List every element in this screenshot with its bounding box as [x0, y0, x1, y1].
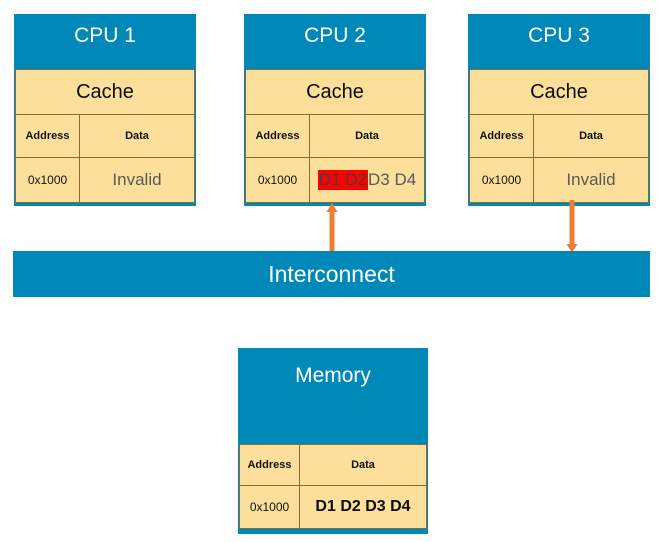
column-header-address-3: Address [470, 115, 534, 157]
cache-entry-row-1[interactable]: 0x1000 Invalid [16, 158, 194, 202]
column-header-row-1: Address Data [16, 115, 194, 158]
memory-address-value: 0x1000 [240, 486, 300, 528]
column-header-data-1: Data [125, 130, 149, 142]
cache-header-row-2: Cache [246, 70, 424, 115]
cpu-title-3: CPU 3 [528, 24, 590, 47]
cache-table-2: Cache Address Data 0x1000 D1 D2 D3 D4 [245, 69, 425, 203]
interconnect-label: Interconnect [268, 260, 395, 287]
cache-address-value-2: 0x1000 [246, 158, 310, 202]
column-header-data-2: Data [355, 130, 379, 142]
cache-address-value-1: 0x1000 [16, 158, 80, 202]
memory-table: Address Data 0x1000 D1 D2 D3 D4 [239, 444, 427, 529]
column-header-address-2: Address [246, 115, 310, 157]
cache-data-highlight-2: D1 D2 [317, 170, 368, 190]
cpu-block-1[interactable]: CPU 1 Cache Address Data 0x1000 Invalid [14, 14, 196, 206]
memory-entry-row[interactable]: 0x1000 D1 D2 D3 D4 [240, 486, 426, 528]
cache-header-row-1: Cache [16, 70, 194, 115]
memory-column-header-address: Address [240, 445, 300, 486]
cache-table-3: Cache Address Data 0x1000 Invalid [469, 69, 649, 203]
interconnect-bar[interactable]: Interconnect [13, 251, 650, 297]
cache-data-value-1: Invalid [112, 170, 162, 189]
memory-title: Memory [295, 364, 371, 387]
cache-data-rest-2: D3 D4 [368, 170, 417, 189]
connector-cpu2-interconnect [326, 203, 338, 253]
cache-address-value-3: 0x1000 [470, 158, 534, 202]
cache-label-1: Cache [76, 81, 134, 103]
memory-block[interactable]: Memory Address Data 0x1000 D1 D2 D3 D4 [238, 348, 428, 534]
cache-entry-row-3[interactable]: 0x1000 Invalid [470, 158, 648, 202]
memory-column-header-data: Data [351, 459, 375, 472]
connector-cpu3-interconnect [566, 200, 578, 253]
cpu-block-2[interactable]: CPU 2 Cache Address Data 0x1000 D1 D2 D3… [244, 14, 426, 206]
cpu-title-1: CPU 1 [74, 24, 136, 47]
cache-data-value-2: D1 D2 D3 D4 [310, 158, 424, 202]
cache-table-1: Cache Address Data 0x1000 Invalid [15, 69, 195, 203]
cache-label-3: Cache [530, 81, 588, 103]
memory-data-value: D1 D2 D3 D4 [315, 498, 411, 516]
cache-entry-row-2[interactable]: 0x1000 D1 D2 D3 D4 [246, 158, 424, 202]
memory-column-header-row: Address Data [240, 445, 426, 487]
cpu-title-2: CPU 2 [304, 24, 366, 47]
cache-header-row-3: Cache [470, 70, 648, 115]
cache-data-value-3: Invalid [566, 170, 616, 189]
cache-label-2: Cache [306, 81, 364, 103]
column-header-data-3: Data [579, 130, 603, 142]
cpu-block-3[interactable]: CPU 3 Cache Address Data 0x1000 Invalid [468, 14, 650, 206]
column-header-row-3: Address Data [470, 115, 648, 158]
column-header-address-1: Address [16, 115, 80, 157]
column-header-row-2: Address Data [246, 115, 424, 158]
